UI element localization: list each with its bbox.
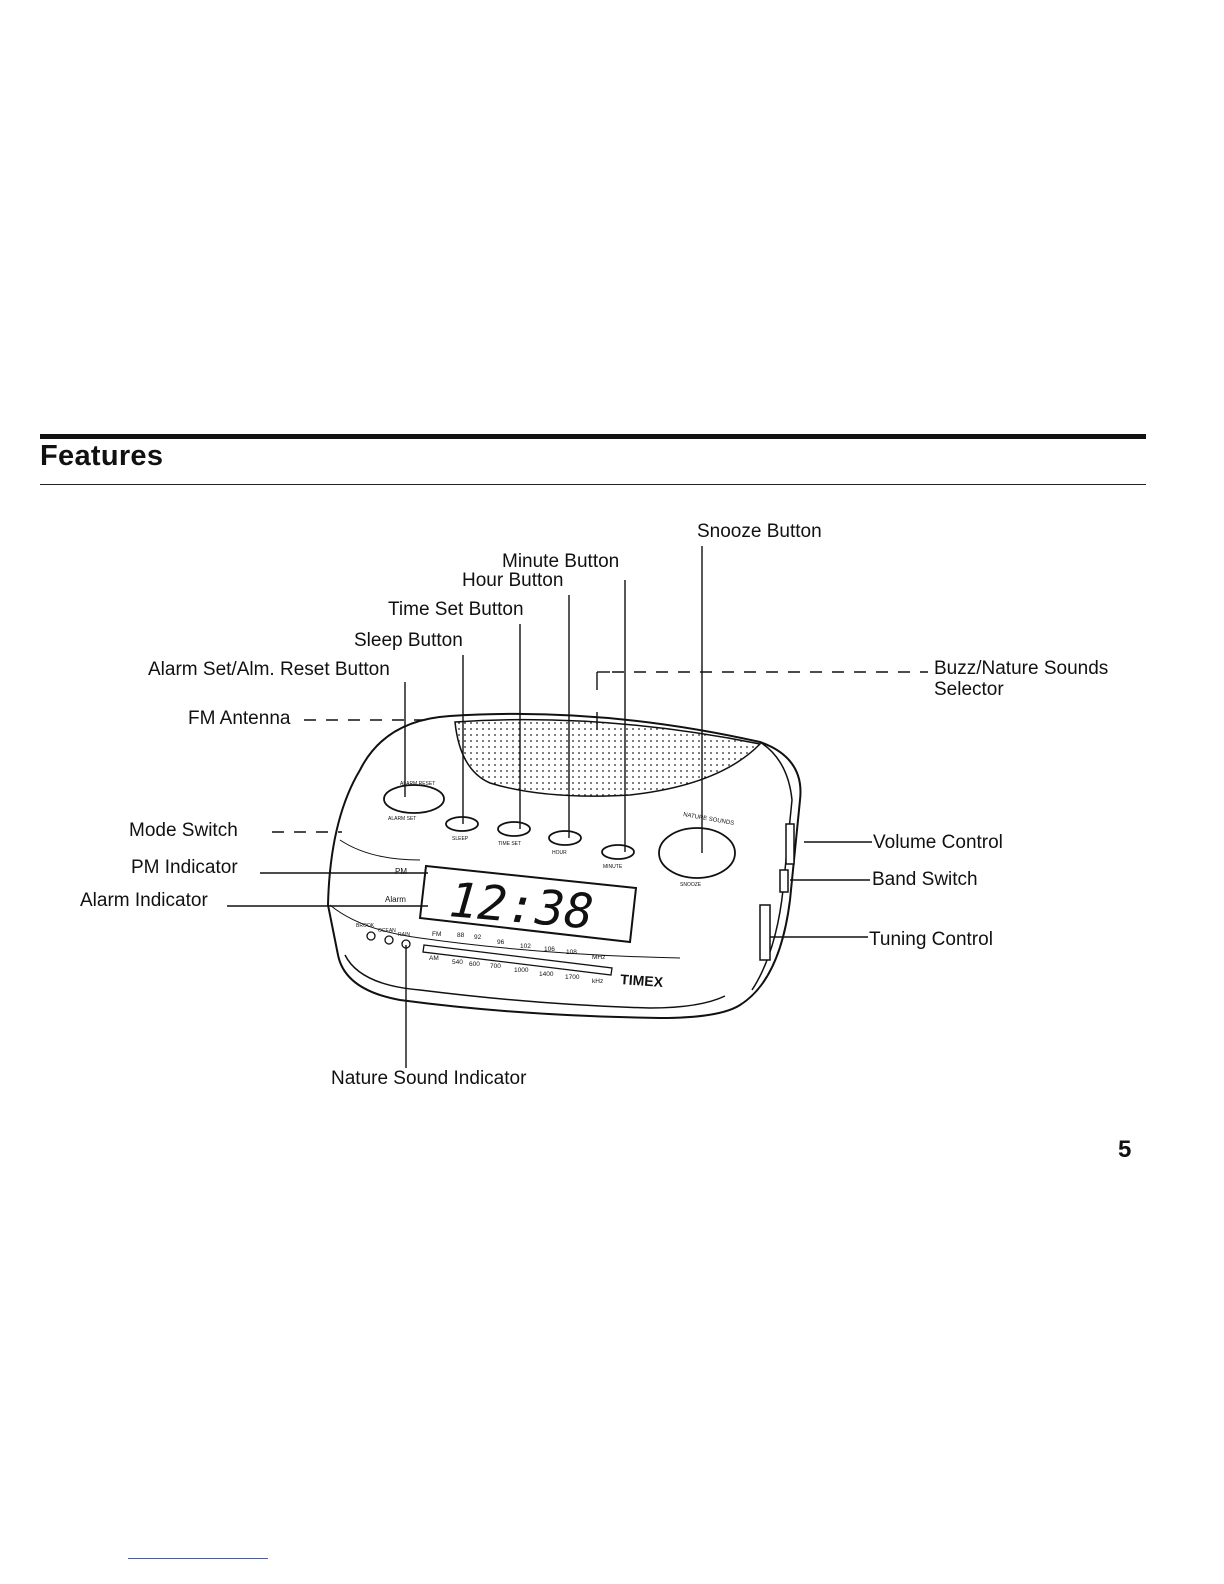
section-title: Features [40,440,164,472]
device-label-time-set: TIME SET [498,841,521,847]
volume-control-wheel[interactable] [785,823,795,865]
lcd-display-window [418,864,638,944]
nature-sound-brook-label: BROOK [356,923,375,929]
fm-scale-108: 108 [566,949,577,956]
am-scale-1400: 1400 [539,971,554,978]
label-buzz-nature-selector-2: Selector [934,679,1004,700]
footer-link-underline [128,1558,268,1559]
fm-scale-102: 102 [520,943,531,950]
brand-logo: TIMEX [620,971,664,990]
fm-scale-mhz: MHz [592,954,605,961]
label-band-switch: Band Switch [872,869,978,890]
header-rule-thick [40,434,1146,439]
am-scale-khz: kHz [592,978,603,985]
nature-indicator-ocean [384,935,394,945]
fm-scale-88: 88 [457,932,465,939]
band-switch-slider[interactable] [779,869,789,893]
snooze-button-shape[interactable] [658,827,736,879]
clock-body [326,712,802,1020]
label-buzz-nature-selector-1: Buzz/Nature Sounds [934,658,1109,679]
label-nature-sound-indicator: Nature Sound Indicator [331,1068,527,1089]
nature-indicator-brook [366,931,376,941]
device-label-alarm-reset: ALARM RESET [400,781,435,787]
hour-button-shape[interactable] [548,830,582,846]
nature-sound-ocean-label: OCEAN [378,928,396,934]
am-scale-600: 600 [469,961,480,968]
tuning-control-wheel[interactable] [759,904,771,961]
fm-scale-92: 92 [474,934,482,941]
alarm-set-button-shape[interactable] [383,784,445,814]
label-minute-button: Minute Button [502,551,620,572]
nature-sound-rain-label: RAIN [398,932,410,938]
fm-scale-106: 106 [544,946,555,953]
device-label-hour: HOUR [552,850,567,856]
am-band-label: AM [429,955,439,962]
am-scale-1700: 1700 [565,974,580,981]
fm-scale-96: 96 [497,939,505,946]
callout-leader-lines [227,546,872,1068]
device-label-minute: MINUTE [603,864,623,870]
minute-button-shape[interactable] [601,844,635,860]
label-sleep-button: Sleep Button [354,630,463,651]
label-time-set-button: Time Set Button [388,599,524,620]
label-alarm-indicator: Alarm Indicator [80,890,208,911]
label-snooze-button: Snooze Button [697,521,822,542]
time-set-button-shape[interactable] [497,821,531,837]
alarm-indicator-text: Alarm [385,895,406,904]
am-scale-1000: 1000 [514,967,529,974]
pm-indicator-text: PM [395,867,407,876]
label-mode-switch: Mode Switch [129,820,238,841]
am-scale-540: 540 [452,959,463,966]
header-rule-thin [40,484,1146,485]
label-pm-indicator: PM Indicator [131,857,238,878]
label-fm-antenna: FM Antenna [188,708,291,729]
label-alarm-set-button: Alarm Set/Alm. Reset Button [148,659,390,680]
dashed-leader-lines [272,671,928,833]
tuning-dial-bar [422,944,613,976]
label-volume-control: Volume Control [873,832,1003,853]
lcd-time: 12:38 [447,872,596,940]
device-label-snooze: SNOOZE [680,882,702,888]
label-tuning-control: Tuning Control [869,929,993,950]
page-number: 5 [1118,1136,1132,1163]
device-label-alarm-set: ALARM SET [388,816,416,822]
label-hour-button: Hour Button [462,570,564,591]
am-scale-700: 700 [490,963,501,970]
speaker-grille [454,718,762,797]
device-label-sleep: SLEEP [452,836,469,842]
fm-band-label: FM [432,931,441,938]
sleep-button-shape[interactable] [445,816,479,832]
